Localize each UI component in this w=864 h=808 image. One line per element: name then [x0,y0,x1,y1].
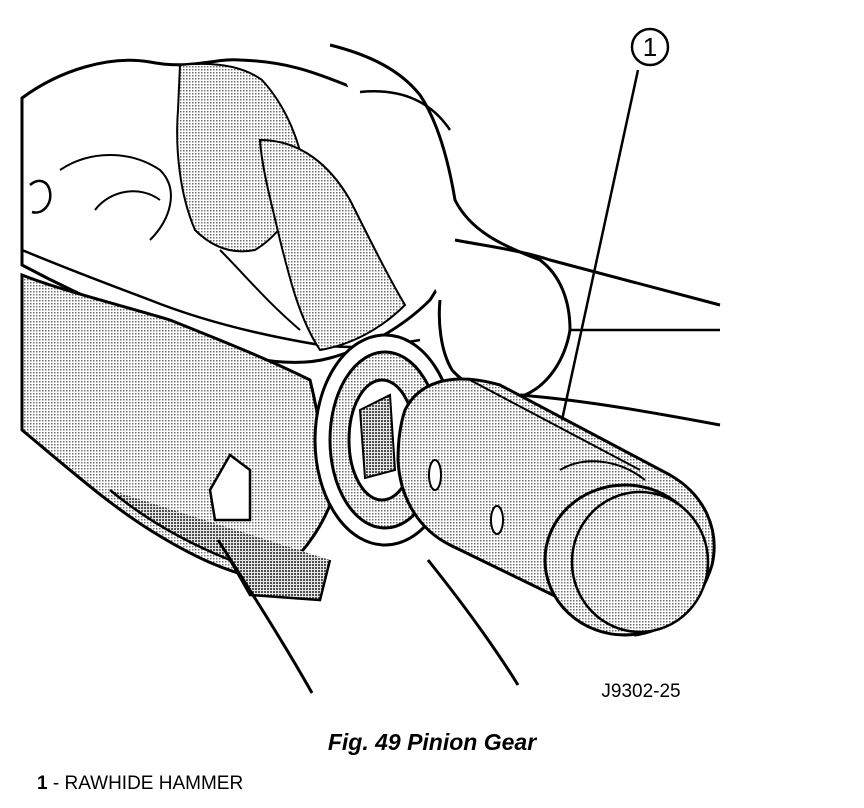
callout-number: 1 [643,32,657,62]
rawhide-hammer [396,377,716,637]
legend-text: RAWHIDE HAMMER [64,773,244,794]
pinion-gear-illustration: 1 J9302-25 [20,27,721,702]
callout-leader [560,69,640,421]
callout-circle [630,27,670,67]
figure-id: J9302-25 [601,681,680,702]
housing-tab [208,453,252,522]
legend-separator: - [47,773,65,794]
figure-caption: Fig. 49 Pinion Gear [327,729,537,755]
housing-shade-middle [258,138,407,352]
legend-item: 1 - RAWHIDE HAMMER [37,773,243,795]
axle-lines [216,539,520,694]
hand [329,43,721,427]
legend-number: 1 [37,773,48,794]
